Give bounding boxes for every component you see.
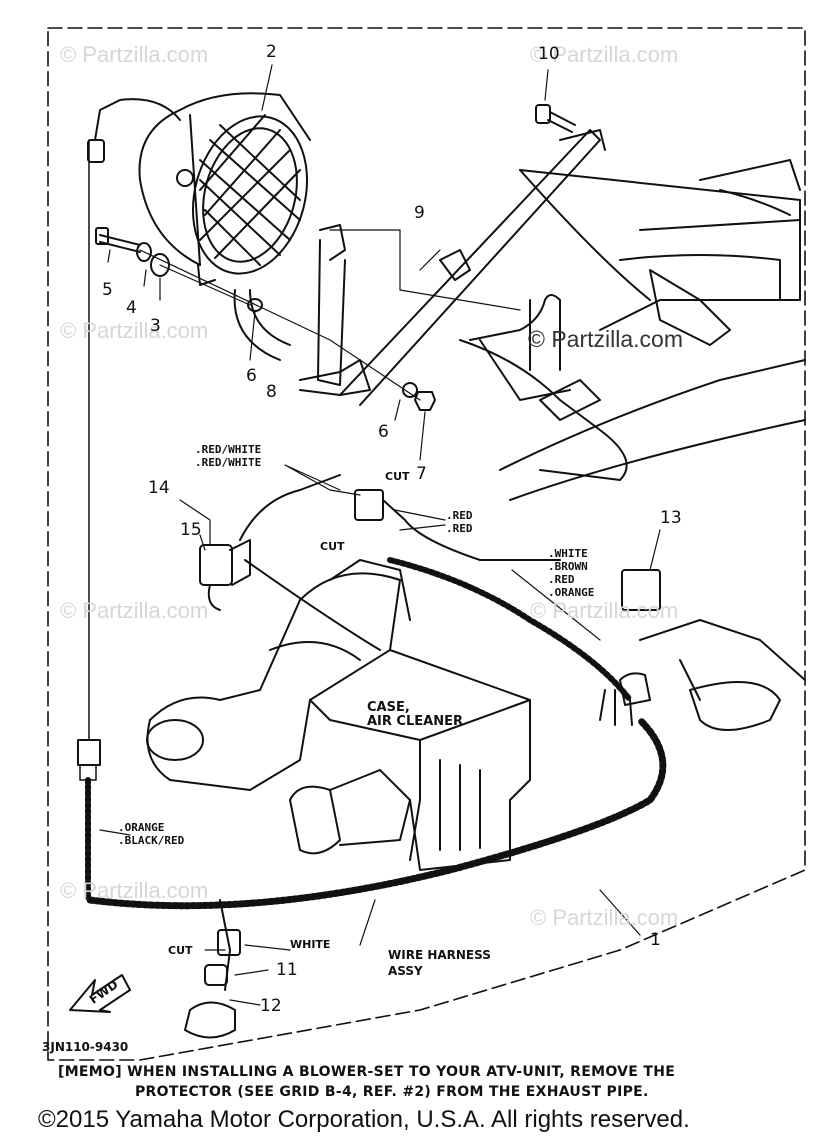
cut-label-top: CUT	[385, 470, 410, 483]
callout-6a: 6	[246, 366, 257, 386]
callout-6b: 6	[378, 422, 389, 442]
harness-label-2: ASSY	[388, 964, 423, 978]
nut-7	[414, 391, 436, 411]
connector-cut	[354, 489, 561, 561]
cut-label-bottom: CUT	[168, 944, 193, 957]
bolt-5	[95, 227, 141, 253]
grommet-3	[150, 253, 170, 277]
callout-1: 1	[650, 930, 661, 950]
memo-line-2: PROTECTOR (SEE GRID B-4, REF. #2) FROM T…	[135, 1084, 649, 1100]
leader-lines	[139, 229, 521, 401]
watermark: © Partzilla.com	[60, 42, 209, 67]
washer-6b	[402, 382, 418, 398]
callout-9: 9	[414, 203, 425, 223]
callout-15: 15	[180, 520, 202, 540]
bolt-10	[535, 104, 576, 133]
wire-label-red-white: .RED/WHITE .RED/WHITE	[195, 443, 262, 469]
watermark-dark: © Partzilla.com	[528, 326, 683, 352]
callout-7: 7	[416, 464, 427, 484]
stay-9	[339, 129, 606, 406]
case-label-2: AIR CLEANER	[367, 714, 463, 729]
callout-4: 4	[126, 298, 137, 318]
callout-13: 13	[660, 508, 682, 528]
wire-label-red: .RED .RED	[446, 509, 473, 535]
frame-rails	[459, 159, 806, 731]
watermark: © Partzilla.com	[530, 598, 679, 623]
watermark: © Partzilla.com	[60, 878, 209, 903]
copyright: ©2015 Yamaha Motor Corporation, U.S.A. A…	[38, 1106, 690, 1133]
callout-14: 14	[148, 478, 170, 498]
washer-6a	[247, 298, 263, 312]
callout-10: 10	[538, 44, 560, 64]
air-cleaner-case	[309, 649, 531, 871]
watermark: © Partzilla.com	[530, 42, 679, 67]
diagram-border	[47, 27, 806, 1061]
watermark: © Partzilla.com	[60, 598, 209, 623]
watermark: © Partzilla.com	[530, 905, 679, 930]
blower-housing-2	[87, 92, 311, 286]
wire-label-orange-black: .ORANGE .BLACK/RED	[118, 821, 185, 847]
bracket-8	[233, 224, 371, 396]
callout-leaders	[99, 64, 661, 1006]
case-label-1: CASE,	[367, 700, 410, 715]
callout-11: 11	[276, 960, 298, 980]
engine-body	[146, 559, 411, 855]
wire-label-multi: .WHITE .BROWN .RED .ORANGE	[548, 547, 595, 599]
callout-3: 3	[150, 316, 161, 336]
fwd-arrow	[69, 974, 131, 1013]
washer-4	[136, 242, 152, 262]
watermark: © Partzilla.com	[60, 318, 209, 343]
callout-2: 2	[266, 42, 277, 62]
harness-label-1: WIRE HARNESS	[388, 948, 491, 962]
wire-harness-1	[77, 139, 667, 1039]
callout-12: 12	[260, 996, 282, 1016]
wire-label-white: WHITE	[290, 938, 331, 951]
cut-label-mid: CUT	[320, 540, 345, 553]
callout-8: 8	[266, 382, 277, 402]
memo-line-1: [MEMO] WHEN INSTALLING A BLOWER-SET TO Y…	[58, 1064, 676, 1080]
callout-5: 5	[102, 280, 113, 300]
diagram-code: 3JN110-9430	[42, 1040, 129, 1054]
sensor-15	[199, 474, 381, 651]
